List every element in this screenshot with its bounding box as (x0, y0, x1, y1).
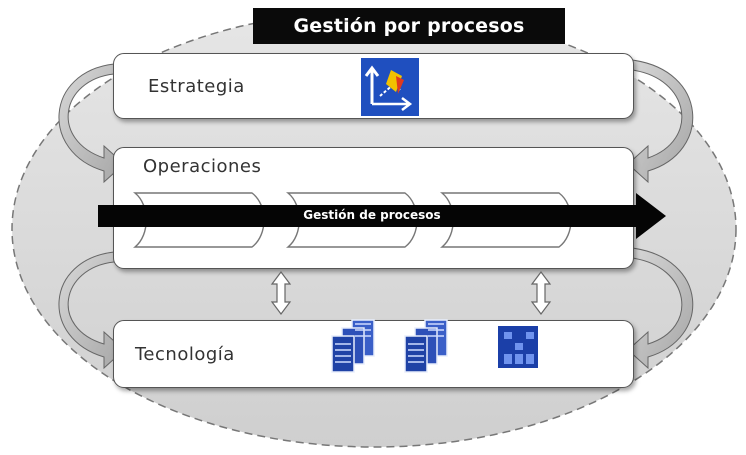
cycle-arrow-right-bottom (627, 247, 694, 370)
operations-layer-label: Operaciones (143, 156, 262, 177)
process-arrow-label: Gestión de procesos (303, 208, 441, 222)
strategy-layer-label: Estrategia (148, 76, 245, 97)
cycle-arrow-right-top (627, 59, 694, 184)
server-cluster-icon (404, 319, 448, 373)
cycle-arrow-left-bottom (58, 251, 125, 370)
server-cluster-icon (331, 319, 375, 373)
strategy-chart-icon (361, 58, 419, 116)
technology-layer-label: Tecnología (135, 344, 235, 365)
diagram-title: Gestión por procesos (253, 8, 565, 44)
connector-double-arrow-right (530, 271, 552, 315)
cycle-arrow-left-top (58, 63, 125, 184)
data-block-icon (498, 326, 538, 368)
process-management-arrow (98, 193, 666, 239)
connector-double-arrow-left (270, 271, 292, 315)
